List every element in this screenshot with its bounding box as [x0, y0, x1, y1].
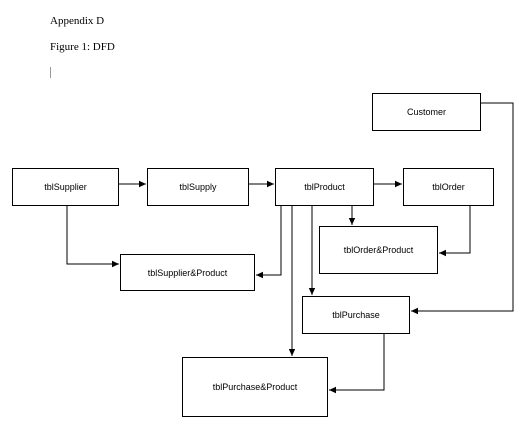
- document-heading: Appendix D: [50, 15, 105, 27]
- edge-product-to-supplierproduct: [256, 206, 282, 279]
- figure-caption: Figure 1: DFD: [50, 41, 115, 53]
- edge-order-to-orderproduct: [439, 206, 471, 257]
- node-tblorder-product: tblOrder&Product: [319, 226, 438, 274]
- node-tblsupplier-product: tblSupplier&Product: [120, 254, 255, 291]
- node-tblpurchase-product: tblPurchase&Product: [182, 357, 328, 417]
- node-tblproduct: tblProduct: [275, 168, 374, 206]
- edge-purchase-to-purchaseproduct: [329, 334, 385, 394]
- node-tblpurchase: tblPurchase: [302, 296, 410, 334]
- node-tblsupply: tblSupply: [147, 168, 249, 206]
- node-customer: Customer: [372, 93, 481, 131]
- text-cursor: [50, 67, 51, 78]
- node-tblsupplier: tblSupplier: [12, 168, 119, 206]
- edge-supplier-to-supplierproduct: [66, 206, 119, 268]
- edge-customer-to-purchase: [411, 102, 514, 315]
- node-tblorder: tblOrder: [403, 168, 494, 206]
